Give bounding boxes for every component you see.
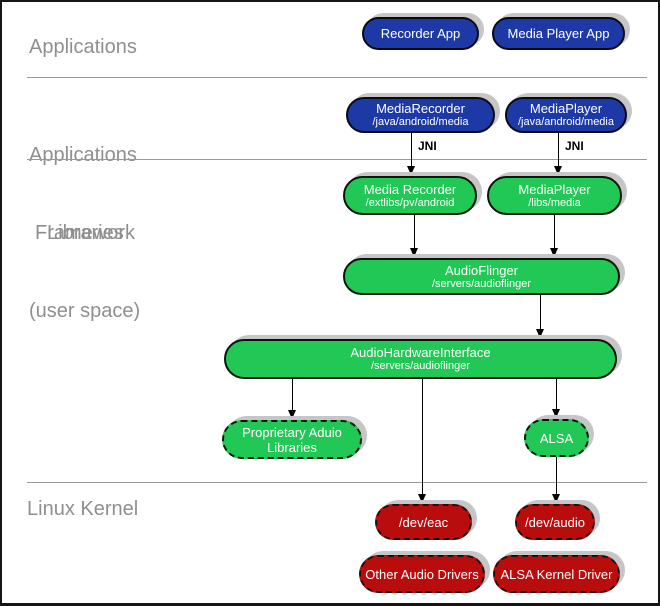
node-title: AudioHardwareInterface [350,345,491,360]
node-audio-hardware-interface: AudioHardwareInterface /servers/audiofli… [224,339,617,379]
node-subtitle: /java/android/media [372,116,469,128]
edge-alsa-to-dev-audio-arrow [552,494,560,503]
edge-mediaplayer-jni-arrow [554,166,562,175]
node-subtitle: /libs/media [528,196,581,209]
node-proprietary-audio-libraries: Proprietary Aduio Libraries [222,420,362,459]
edge-ahi-to-proprietary-arrow [288,410,296,419]
node-title: Proprietary Aduio Libraries [242,424,342,455]
edge-ahi-to-alsa-arrow [552,409,560,418]
node-title: Other Audio Drivers [365,566,479,582]
edge-ahi-to-proprietary-line [292,379,293,411]
edge-mediaplayer-to-audioflinger-line [554,215,555,249]
node-media-player-app: Media Player App [492,17,625,50]
edge-label-jni-right: JNI [565,139,584,153]
node-subtitle: /java/android/media [517,116,614,128]
node-audioflinger: AudioFlinger /servers/audioflinger [343,258,620,295]
node-title: /dev/eac [398,514,449,530]
edge-audioflinger-to-ahi-line [540,295,541,330]
node-title: MediaRecorder [376,101,465,116]
node-other-audio-drivers: Other Audio Drivers [359,555,485,593]
node-title: Media Recorder [363,181,457,197]
edge-mediarecorder-to-audioflinger-line [414,215,415,249]
edge-mediaplayer-to-audioflinger-arrow [550,248,558,257]
node-title: AudioFlinger [445,262,518,278]
node-subtitle: /servers/audioflinger [370,360,471,372]
node-mediarecorder-framework: MediaRecorder /java/android/media [346,97,495,133]
node-title: Media Player App [507,26,610,41]
node-title: /dev/audio [525,514,585,530]
node-dev-eac: /dev/eac [375,504,472,540]
node-title: MediaPlayer [518,181,591,197]
node-subtitle: /servers/audioflinger [431,277,532,290]
edge-mediarecorder-jni-line [411,133,412,167]
edge-mediaplayer-jni-line [558,133,559,167]
node-recorder-app: Recorder App [362,17,479,50]
edge-mediarecorder-to-audioflinger-arrow [410,248,418,257]
node-subtitle: /extlibs/pv/android [365,196,455,209]
separator-libraries-kernel [27,482,647,483]
layer-label-line1: Applications [29,144,137,166]
layer-label-line1: Libraries [47,222,124,244]
node-alsa: ALSA [524,419,589,457]
layer-label-line2: Framework [35,222,136,244]
node-alsa-kernel-driver: ALSA Kernel Driver [493,555,620,593]
node-title: Recorder App [380,26,461,41]
layer-label-libraries: Libraries (user space) [29,168,140,376]
node-title: ALSA [539,430,574,446]
node-title: MediaPlayer [529,101,603,116]
edge-ahi-to-dev-eac-arrow [418,494,426,503]
edge-ahi-to-alsa-line [556,379,557,410]
layer-label-linux-kernel: Linux Kernel [27,498,139,520]
edge-label-jni-left: JNI [418,139,437,153]
node-title: ALSA Kernel Driver [500,566,613,582]
edge-alsa-to-dev-audio-line [556,457,557,495]
separator-framework-libraries [27,159,647,160]
layer-label-applications-framework: Applications Framework [29,90,137,298]
separator-applications-framework [27,77,647,78]
edge-mediarecorder-jni-arrow [407,166,415,175]
node-media-recorder-lib: Media Recorder /extlibs/pv/android [343,176,477,215]
node-mediaplayer-lib: MediaPlayer /libs/media [487,176,622,215]
layer-label-applications: Applications [29,36,137,58]
node-mediaplayer-framework: MediaPlayer /java/android/media [505,97,627,133]
edge-audioflinger-to-ahi-arrow [536,329,544,338]
edge-ahi-to-dev-eac-line [422,379,423,495]
node-dev-audio: /dev/audio [515,504,595,540]
layer-label-line2: (user space) [29,300,141,322]
